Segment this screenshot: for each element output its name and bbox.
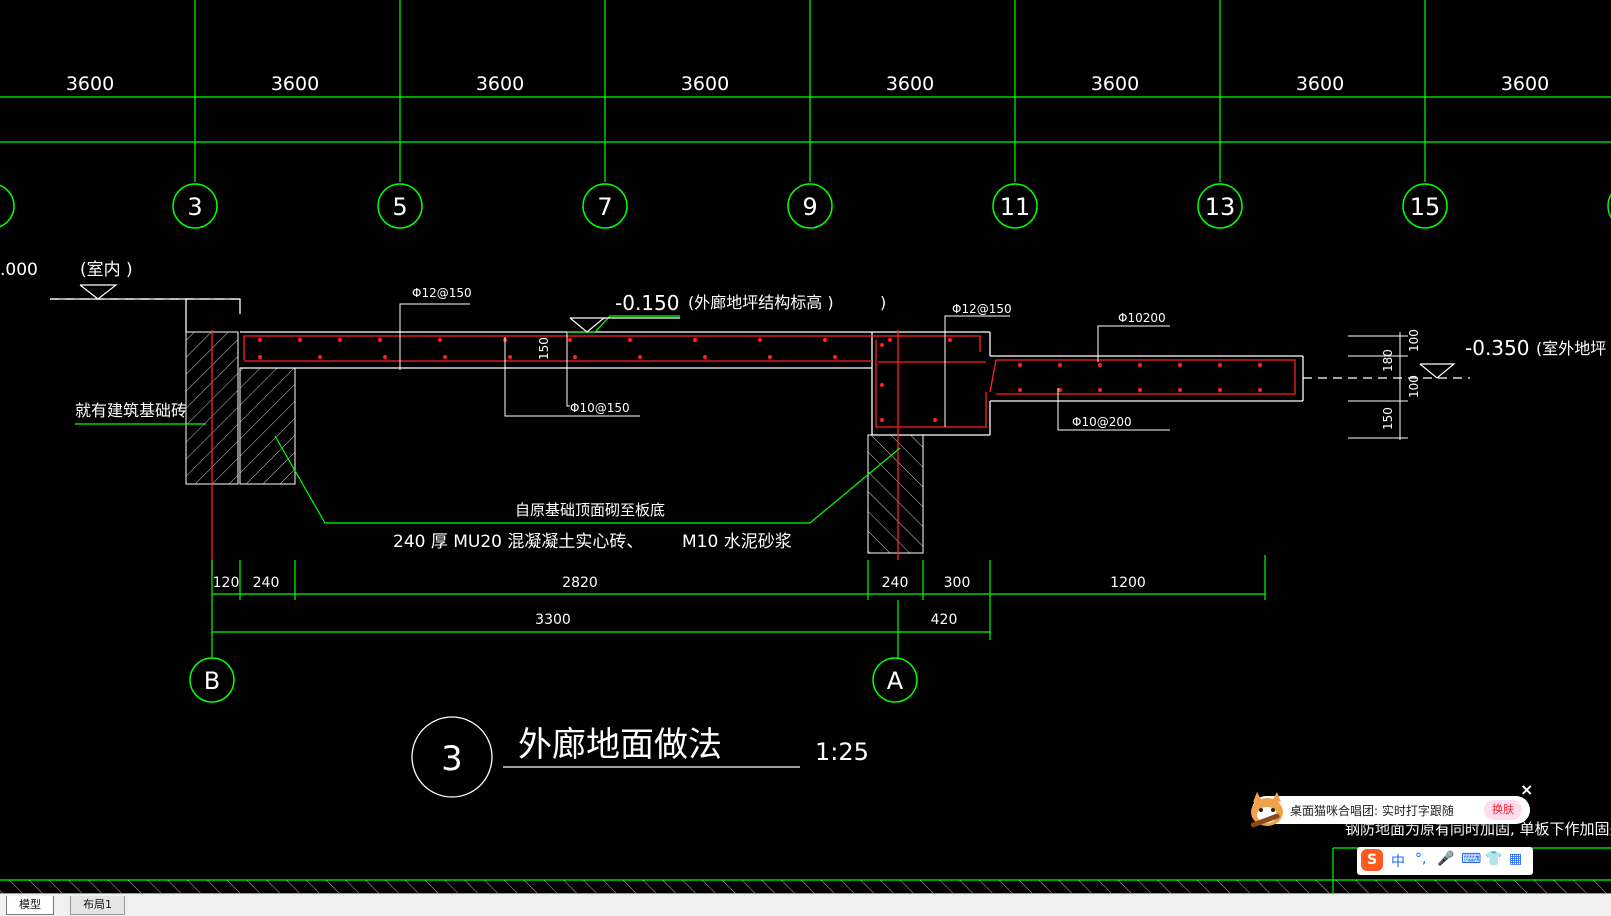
- span-dim: 3600: [1501, 73, 1549, 95]
- close-paren: ): [880, 293, 886, 312]
- rebar-lines: [211, 330, 1296, 575]
- span-dim: 3600: [271, 73, 319, 95]
- tab-layout1[interactable]: 布局1: [70, 896, 125, 915]
- span-dim: 3600: [681, 73, 729, 95]
- ime-popup[interactable]: 桌面猫咪合唱团: 实时打字跟随 换肤: [1250, 792, 1530, 828]
- layout-tab-bar: 模型 布局1: [0, 893, 1611, 916]
- cad-drawing-canvas[interactable]: 3600 3600 3600 3600 3600 3600 3600 3600 …: [0, 0, 1611, 893]
- rebar-label: Φ12@150: [952, 302, 1012, 316]
- brick-walls: [185, 331, 924, 554]
- dim-text: 120: [213, 575, 240, 591]
- existing-brick-note: 就有建筑基础砖: [75, 401, 187, 420]
- span-dim: 3600: [1091, 73, 1139, 95]
- axis-label: 5: [392, 193, 407, 221]
- corridor-label: (外廊地坪结构标高 ): [688, 293, 834, 312]
- dim-text: 1200: [1110, 575, 1146, 591]
- axis-labels: 3 5 7 9 11 13 15 B A: [187, 193, 1440, 695]
- rebar-dots: [258, 338, 1262, 422]
- dim-text: 420: [931, 612, 958, 628]
- rebar-label: Φ10200: [1118, 311, 1166, 325]
- rebar-label: Φ10@200: [1072, 415, 1132, 429]
- dim-text: 240: [253, 575, 280, 591]
- title-block: 3 外廊地面做法 1:25: [411, 716, 869, 798]
- axis-label: 7: [597, 193, 612, 221]
- grid-lines: [0, 0, 1611, 182]
- keyboard-icon[interactable]: ⌨: [1461, 851, 1482, 867]
- note-leaders: [75, 315, 901, 524]
- dimension-lines: [211, 555, 1266, 658]
- title-bubble: [411, 716, 493, 798]
- bottom-note: 钢防地面为原有同时加固, 单板下作加固处理: [1345, 820, 1611, 838]
- tab-model[interactable]: 模型: [6, 896, 54, 915]
- dim-text: 3300: [535, 612, 571, 628]
- ime-popup-text: 桌面猫咪合唱团: 实时打字跟随: [1290, 804, 1454, 818]
- span-dim: 3600: [476, 73, 524, 95]
- ime-close-icon[interactable]: ×: [1520, 780, 1534, 799]
- microphone-icon[interactable]: 🎤: [1437, 851, 1455, 867]
- level-markers: [79, 284, 1456, 379]
- cat-mascot-icon: [1250, 792, 1283, 828]
- skin-shirt-icon[interactable]: 👕: [1485, 851, 1503, 867]
- axis-label: 9: [802, 193, 817, 221]
- axis-label: 13: [1205, 193, 1236, 221]
- axis-label: 15: [1410, 193, 1441, 221]
- right-dim: 100: [1407, 329, 1421, 352]
- title-scale: 1:25: [815, 738, 869, 766]
- bottom-dimension-texts: 120 240 2820 240 300 1200 3300 420: [213, 575, 1146, 628]
- outdoor-label: (室外地坪: [1536, 339, 1606, 358]
- brick-note: 240 厚 MU20 混凝凝土实心砖、: [393, 532, 643, 552]
- wall-note: 自原基础顶面砌至板底: [515, 501, 665, 519]
- elevation-outdoor: -0.350: [1465, 336, 1529, 360]
- ime-toolbar[interactable]: S 中 °, 🎤 ⌨ 👕 ▦: [1357, 847, 1533, 875]
- axis-label: 3: [187, 193, 202, 221]
- dim-text: 300: [944, 575, 971, 591]
- mortar-note: M10 水泥砂浆: [682, 532, 792, 552]
- axis-label: 11: [1000, 193, 1031, 221]
- annotations: .000 (室内 ) 就有建筑基础砖 Φ12@150 -0.150 (外廊地坪结…: [0, 260, 1611, 838]
- elevation-corridor: -0.150: [615, 291, 679, 315]
- leader-lines: [399, 303, 1408, 440]
- span-dimensions: 3600 3600 3600 3600 3600 3600 3600 3600: [66, 73, 1549, 95]
- punctuation-icon[interactable]: °,: [1415, 851, 1427, 867]
- indoor-label: (室内 ): [80, 260, 133, 280]
- toolbox-grid-icon[interactable]: ▦: [1509, 851, 1523, 867]
- right-dim: 150: [1381, 407, 1395, 430]
- span-dim: 3600: [66, 73, 114, 95]
- chinese-mode-button[interactable]: 中: [1391, 854, 1405, 870]
- dim-text: 240: [882, 575, 909, 591]
- rebar-label: Φ12@150: [412, 286, 472, 300]
- skin-button[interactable]: 换肤: [1484, 800, 1522, 820]
- dim-text: 2820: [562, 575, 598, 591]
- title-text: 外廊地面做法: [518, 725, 722, 765]
- span-dim: 3600: [1296, 73, 1344, 95]
- title-number: 3: [441, 739, 463, 779]
- sogou-logo-icon[interactable]: S: [1361, 849, 1383, 871]
- axis-label: A: [887, 667, 904, 695]
- rebar-label: Φ10@150: [570, 401, 630, 415]
- slab-thickness: 150: [537, 337, 551, 360]
- axis-bubbles: [0, 183, 1611, 703]
- right-dim: 180: [1381, 349, 1395, 372]
- span-dim: 3600: [886, 73, 934, 95]
- elevation-indoor: .000: [0, 260, 38, 280]
- right-dim: 100: [1407, 375, 1421, 398]
- axis-label: B: [204, 667, 220, 695]
